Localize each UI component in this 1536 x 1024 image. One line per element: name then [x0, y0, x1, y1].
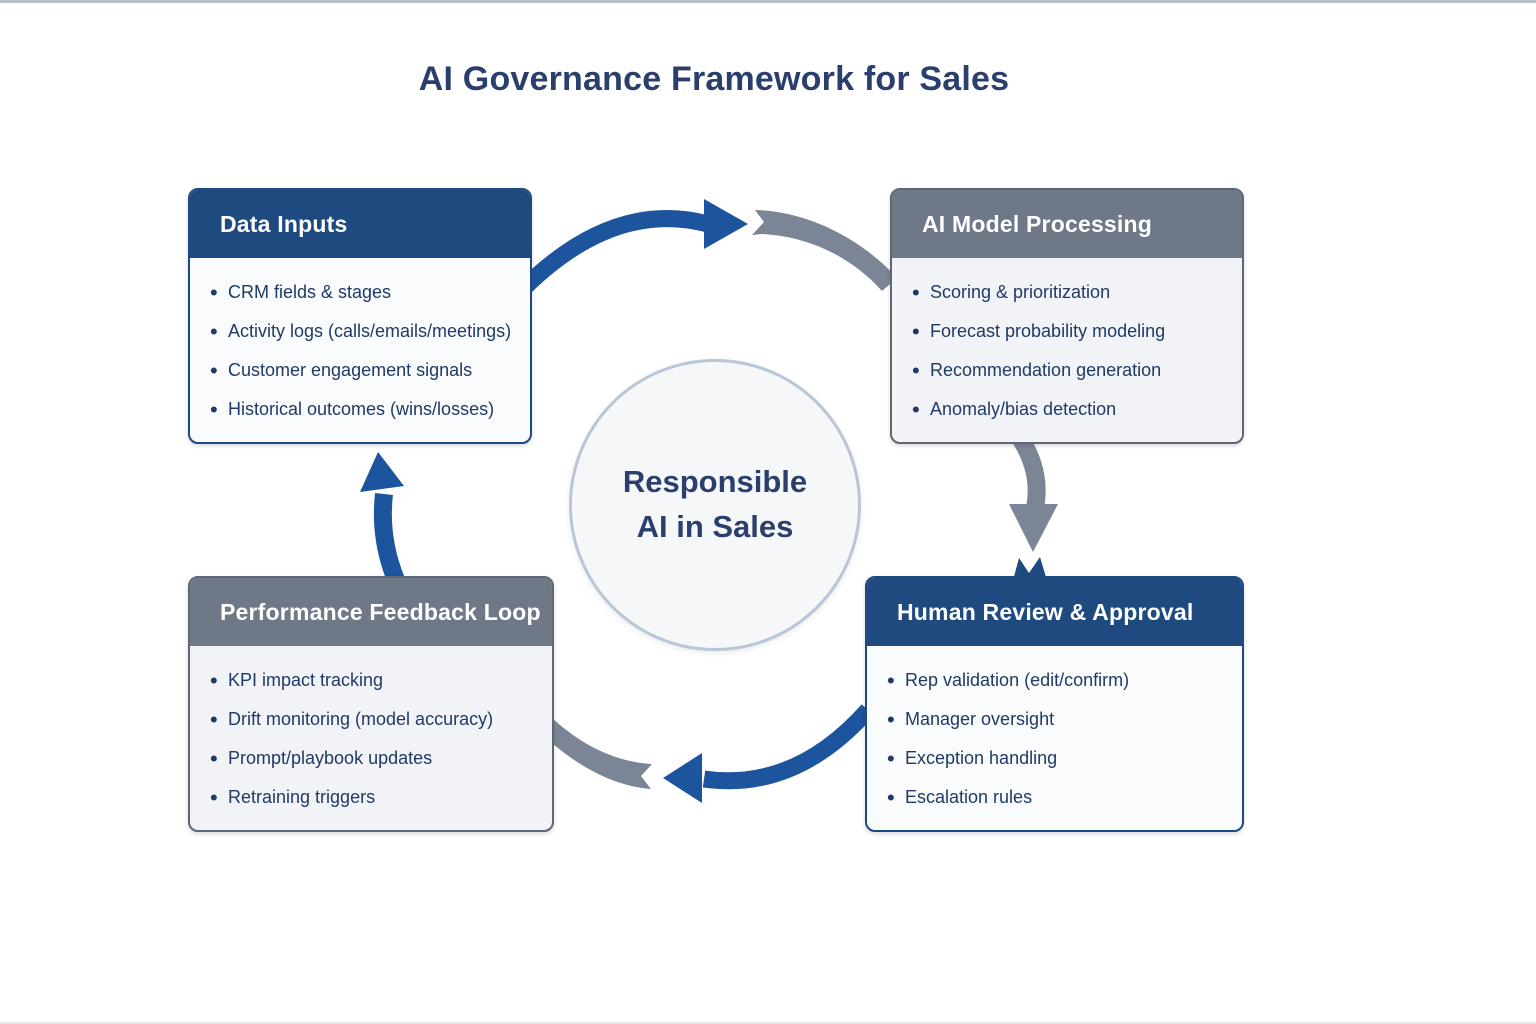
box-data-inputs: Data Inputs CRM fields & stages Activity…: [188, 188, 532, 444]
arrow-review-to-feedback-head: [663, 753, 702, 803]
bullet-item: Scoring & prioritization: [912, 273, 1232, 312]
arrow-model-to-review-head: [1009, 504, 1058, 552]
bullet-item: KPI impact tracking: [210, 661, 542, 700]
arrow-data-to-model: [509, 210, 711, 302]
page-title: AI Governance Framework for Sales: [418, 60, 1010, 98]
top-border-line: [0, 0, 1536, 3]
bullet-item: Escalation rules: [887, 778, 1232, 817]
center-circle: Responsible AI in Sales: [569, 359, 861, 651]
box-data-inputs-header: Data Inputs: [190, 190, 530, 258]
center-circle-label-line2: AI in Sales: [636, 509, 794, 544]
bullet-item: Rep validation (edit/confirm): [887, 661, 1232, 700]
bottom-border-line: [0, 1022, 1536, 1024]
box-human-review-approval-header: Human Review & Approval: [867, 578, 1242, 646]
arrow-feedback-to-data-head: [360, 452, 404, 492]
arrow-feedback-to-data: [373, 492, 405, 584]
bullet-item: Drift monitoring (model accuracy): [210, 700, 542, 739]
arrow-review-to-feedback: [702, 704, 875, 790]
box-ai-model-processing-header: AI Model Processing: [892, 190, 1242, 258]
bullet-item: Anomaly/bias detection: [912, 390, 1232, 429]
box-human-review-approval-body: Rep validation (edit/confirm) Manager ov…: [867, 646, 1242, 817]
arrow-data-to-model-head: [704, 199, 748, 249]
ribbon-into-model: [752, 210, 897, 291]
arrow-model-to-review: [1012, 433, 1046, 510]
box-performance-feedback-loop-header: Performance Feedback Loop: [190, 578, 552, 646]
bullet-item: Prompt/playbook updates: [210, 739, 542, 778]
bullet-item: Retraining triggers: [210, 778, 542, 817]
bullet-item: Recommendation generation: [912, 351, 1232, 390]
box-ai-model-processing-body: Scoring & prioritization Forecast probab…: [892, 258, 1242, 429]
box-ai-model-processing: AI Model Processing Scoring & prioritiza…: [890, 188, 1244, 444]
box-data-inputs-body: CRM fields & stages Activity logs (calls…: [190, 258, 530, 429]
bullet-item: Forecast probability modeling: [912, 312, 1232, 351]
box-performance-feedback-loop: Performance Feedback Loop KPI impact tra…: [188, 576, 554, 832]
bullet-item: Exception handling: [887, 739, 1232, 778]
box-human-review-approval: Human Review & Approval Rep validation (…: [865, 576, 1244, 832]
ribbon-from-feedback: [545, 718, 652, 789]
box-performance-feedback-loop-body: KPI impact tracking Drift monitoring (mo…: [190, 646, 552, 817]
center-circle-label-line1: Responsible: [622, 464, 808, 500]
bullet-item: Historical outcomes (wins/losses): [210, 390, 520, 429]
bullet-item: CRM fields & stages: [210, 273, 520, 312]
bullet-item: Customer engagement signals: [210, 351, 520, 390]
bullet-item: Manager oversight: [887, 700, 1232, 739]
bullet-item: Activity logs (calls/emails/meetings): [210, 312, 520, 351]
